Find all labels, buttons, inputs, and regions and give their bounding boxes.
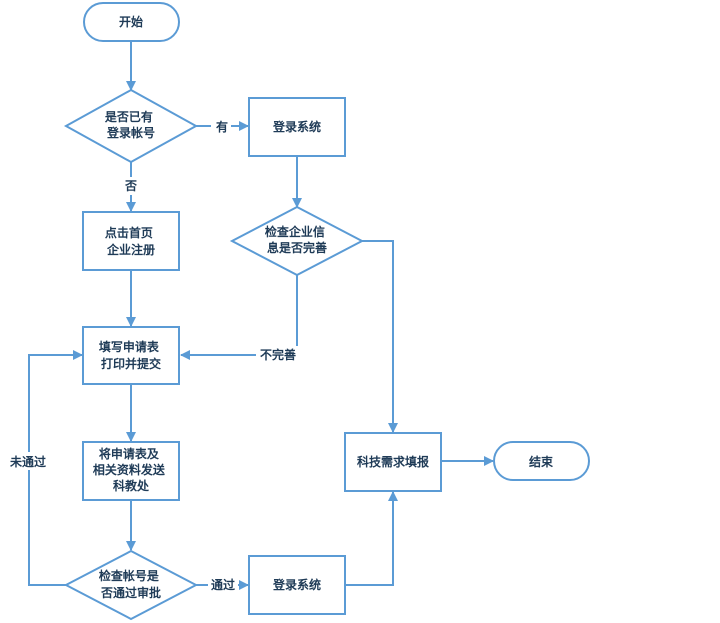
edge-check-info-complete-to-demand <box>362 240 398 433</box>
node-send-materials-line3: 科教处 <box>113 478 150 493</box>
svg-text:点击首页 企业注册: 点击首页 企业注册 <box>105 225 157 257</box>
node-fill-form-line1: 填写申请表 <box>99 339 160 354</box>
node-check-approval-line1: 检查帐号是 <box>99 568 160 583</box>
node-demand-fill: 科技需求填报 <box>344 432 442 492</box>
node-has-account-line1: 是否已有 <box>104 109 153 124</box>
node-send-materials: 将申请表及 相关资料发送 科教处 <box>82 441 180 501</box>
edge-label-passed: 通过 <box>211 577 235 592</box>
node-login-1: 登录系统 <box>248 97 346 157</box>
svg-text:登录系统: 登录系统 <box>272 119 321 134</box>
edge-label-not-passed: 未通过 <box>9 454 46 469</box>
node-register-line1: 点击首页 <box>105 225 153 240</box>
edge-label-yes: 有 <box>216 119 228 134</box>
node-check-info-line1: 检查企业信 <box>265 224 325 239</box>
node-has-account: 是否已有 登录帐号 <box>63 88 199 164</box>
node-send-materials-line1: 将申请表及 <box>99 446 160 461</box>
node-end: 结束 <box>493 441 590 481</box>
svg-text:科技需求填报: 科技需求填报 <box>357 454 429 469</box>
node-check-approval: 检查帐号是 否通过审批 <box>63 549 199 621</box>
edge-label-incomplete: 不完善 <box>260 347 296 362</box>
node-start: 开始 <box>83 2 180 42</box>
node-demand-fill-label: 科技需求填报 <box>357 454 429 469</box>
node-start-label: 开始 <box>119 14 143 29</box>
svg-text:登录系统: 登录系统 <box>272 577 321 592</box>
node-check-info: 检查企业信 息是否完善 <box>229 205 365 277</box>
node-fill-form: 填写申请表 打印并提交 <box>82 326 180 385</box>
node-register-line2: 企业注册 <box>106 242 155 257</box>
svg-text:是否已有 登录帐号: 是否已有 登录帐号 <box>104 109 157 140</box>
node-send-materials-line2: 相关资料发送 <box>93 462 166 477</box>
node-login-2: 登录系统 <box>248 555 346 615</box>
svg-text:将申请表及 相关资料发送 科教处: 将申请表及 相关资料发送 科教处 <box>93 446 169 493</box>
node-register: 点击首页 企业注册 <box>82 211 180 271</box>
edge-check-info-incomplete-to-fill-form <box>180 275 298 360</box>
node-has-account-line2: 登录帐号 <box>106 125 155 140</box>
node-login-2-label: 登录系统 <box>272 577 321 592</box>
node-check-approval-line2: 否通过审批 <box>100 585 161 600</box>
svg-text:检查帐号是 否通过审批: 检查帐号是 否通过审批 <box>99 568 163 600</box>
svg-text:开始: 开始 <box>119 14 143 29</box>
node-end-label: 结束 <box>529 454 554 469</box>
edge-label-no: 否 <box>124 179 137 193</box>
svg-text:填写申请表 打印并提交: 填写申请表 打印并提交 <box>99 339 163 371</box>
svg-text:结束: 结束 <box>529 454 554 469</box>
node-check-info-line2: 息是否完善 <box>267 240 327 255</box>
svg-text:检查企业信 息是否完善: 检查企业信 息是否完善 <box>265 224 329 255</box>
node-login-1-label: 登录系统 <box>272 119 321 134</box>
edge-login2-to-demand <box>345 491 398 586</box>
edge-labels: 有 否 不完善 未通过 通过 <box>6 117 300 594</box>
node-fill-form-line2: 打印并提交 <box>101 356 161 371</box>
